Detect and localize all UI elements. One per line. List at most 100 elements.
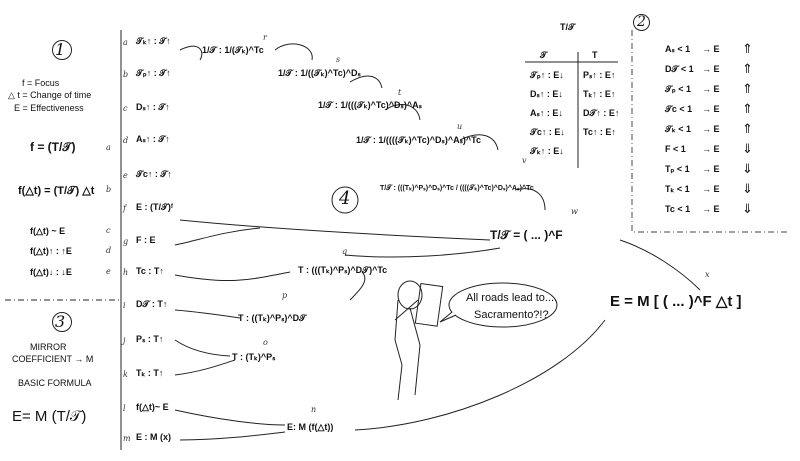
section-number-4: 4 [339,188,351,209]
table-right-cell: D𝒯↑ : E↑ [583,108,620,118]
box2-lhs: 𝒯ₖ < 1 [665,124,691,134]
column-row-formula: Pₛ : T↑ [136,334,164,344]
arrow-down-icon: ⇓ [742,181,753,196]
column-row-formula: Tc : T↑ [136,266,164,276]
box2-arrow: → E [702,144,720,154]
column-row-letter: h [123,268,129,277]
left-letter-b: b [106,185,112,194]
box2-arrow: → E [702,164,720,174]
column-row-letter: g [123,237,129,246]
box2-lhs: D𝒯 < 1 [665,64,694,74]
box2-lhs: 𝒯ₚ < 1 [665,84,692,94]
box2-lhs: 𝒯c < 1 [665,104,693,114]
mirror-label: MIRROR [30,342,67,352]
section-circle-1 [52,40,72,60]
chain-letter-v: v [522,156,527,165]
table-col-left: 𝒯 [540,50,547,60]
box2-arrow: → E [702,104,720,114]
arrow-up-icon: ⇑ [742,81,753,96]
column-row-letter: m [123,434,131,443]
chain-formula-r: 1/𝒯 : 1/(𝒯ₖ)^Tc [202,45,264,55]
speech-line-1: All roads lead to.... [466,292,558,304]
arrow-up-icon: ⇑ [742,101,753,116]
left-letter-d: d [106,246,112,255]
box2-lhs: Tₖ < 1 [665,184,690,194]
column-row-letter: e [123,171,128,180]
column-row-letter: j [123,336,126,345]
table-left-cell: Aₛ↑ : E↓ [530,108,563,118]
table-left-cell: 𝒯c↑ : E↓ [530,127,565,137]
column-row-letter: a [123,38,128,47]
speech-line-2: Sacramento?!? [474,309,549,321]
mirror-coefficient: COEFFICIENT → M [12,354,94,364]
left-letter-a: a [106,143,111,152]
section-circle-3 [52,312,72,332]
chain-letter-q: q [342,247,348,256]
chain-formula-o: T : (Tₖ)^Pₛ [232,352,276,362]
formula-f-up: f(△t)↑ : ↑E [30,246,72,256]
table-right-cell: Tₖ↑ : E↑ [583,89,616,99]
column-row-letter: l [123,404,126,413]
box2-arrow: → E [702,84,720,94]
column-row-letter: b [123,70,129,79]
chain-letter-x: x [705,270,710,279]
table-header-top: T/𝒯 [560,22,575,32]
arrow-up-icon: ⇑ [742,61,753,76]
table-left-cell: 𝒯ₚ↑ : E↓ [530,70,564,80]
section-circle-2 [633,14,650,31]
column-row-formula: 𝒯ₚ↑ : 𝒯↑ [136,68,171,78]
box2-arrow: → E [702,64,720,74]
chain-formula-w: T/𝒯 = ( ... )^F [490,228,563,242]
basic-formula: E= M (T/𝒯) [12,408,87,425]
legend-effectiveness: E = Effectiveness [14,103,84,113]
column-row-formula: E : (T/𝒯)ᶠ [136,202,174,212]
chain-letter-o: o [263,338,268,347]
chain-formula-u: 1/𝒯 : 1/((((𝒯ₖ)^Tc)^Dₛ)^Aₛ)^Tc [356,135,482,145]
formula-f-down: f(△t)↓ : ↓E [30,267,72,277]
arrow-down-icon: ⇓ [742,161,753,176]
column-row-letter: i [123,301,126,310]
box2-lhs: F < 1 [665,144,686,154]
column-row-letter: k [123,370,128,379]
column-row-formula: F : E [136,235,156,245]
box2-lhs: Aₛ < 1 [665,44,691,54]
chain-letter-r: r [263,33,267,42]
chain-formula-x: E = M [ ( ... )^F △t ] [610,293,742,310]
stick-figure [394,280,444,401]
chain-formula-n: E: M (f(△t)) [287,422,334,432]
arrow-up-icon: ⇑ [742,41,753,56]
chain-letter-n: n [311,405,317,414]
legend-focus: f = Focus [22,78,60,88]
column-row-formula: D𝒯 : T↑ [136,299,168,309]
column-row-letter: d [123,136,129,145]
formula-focus: f = (T/𝒯) [30,140,76,154]
table-right-cell: Tc↑ : E↑ [583,127,616,137]
column-row-letter: f [123,204,126,213]
formula-focus-dt: f(△t) = (T/𝒯) △t [18,185,95,197]
arrow-down-icon: ⇓ [742,141,753,156]
column-row-formula: f(△t)~ E [136,402,169,412]
box2-arrow: → E [702,184,720,194]
chain-formula-q: T : (((Tₖ)^Pₛ)^D𝒯)^Tc [298,265,388,275]
left-letter-c: c [106,226,111,235]
left-letter-e: e [106,267,111,276]
chain-formula-s: 1/𝒯 : 1/((𝒯ₖ)^Tc)^Dₛ [278,68,361,78]
table-col-right: T [592,50,598,60]
column-row-formula: Dₛ↑ : 𝒯↑ [136,102,170,112]
chain-formula-v: T/𝒯 : (((Tₖ)^Pₛ)^Dₛ)^Tc / ((((𝒯ₖ)^Tc)^Dₛ… [380,185,534,192]
formula-f-dt-e: f(△t) ~ E [30,226,66,236]
box2-arrow: → E [702,124,720,134]
box2-arrow: → E [702,44,720,54]
box2-lhs: Tₚ < 1 [665,164,690,174]
chain-formula-p: T : ((Tₖ)^Pₛ)^D𝒯 [238,313,307,323]
chain-letter-w: w [571,207,578,216]
chain-formula-t: 1/𝒯 : 1/(((𝒯ₖ)^Tc)^Dₛ)^Aₛ [318,100,422,110]
legend-change-of-time: △ t = Change of time [8,90,92,100]
basic-formula-label: BASIC FORMULA [18,378,92,388]
column-row-formula: E : M (x) [136,432,171,442]
table-left-cell: 𝒯ₖ↑ : E↓ [530,146,564,156]
box2-arrow: → E [702,204,720,214]
column-row-formula: Aₛ↑ : 𝒯↑ [136,134,170,144]
arrow-up-icon: ⇑ [742,121,753,136]
